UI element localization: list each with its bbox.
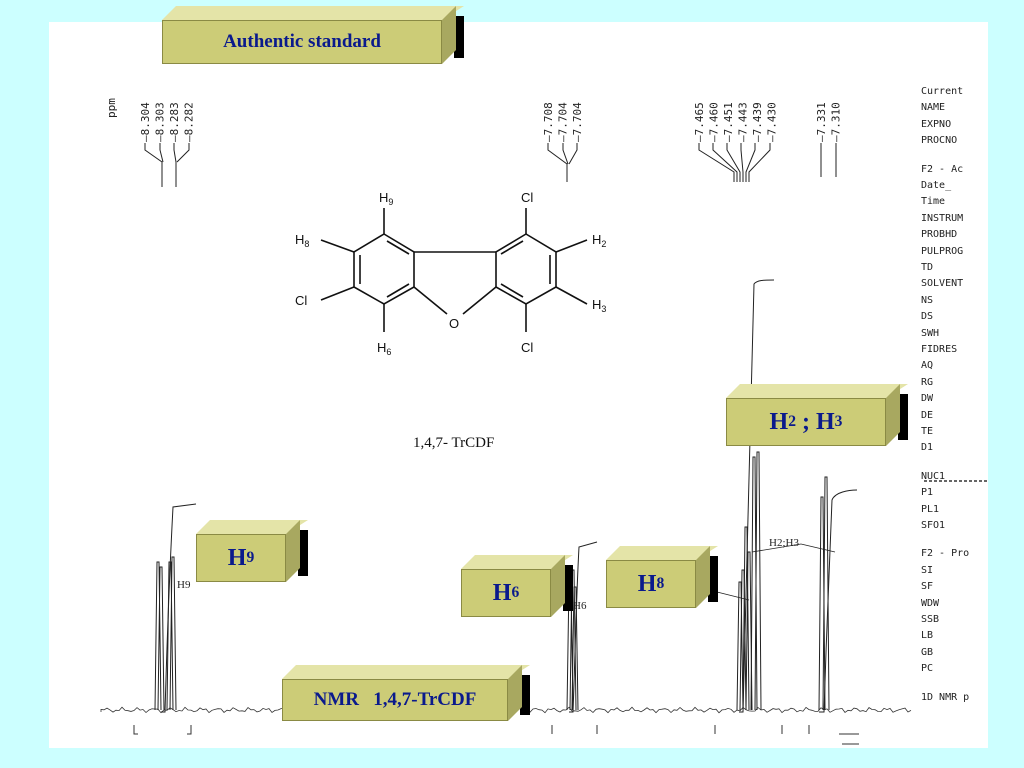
- parameter-label: DE: [921, 409, 934, 421]
- parameter-label: PL1: [921, 503, 940, 515]
- parameter-label: SSB: [921, 614, 940, 625]
- parameter-label: PROBHD: [921, 229, 958, 241]
- parameter-label: INSTRUM: [921, 212, 964, 224]
- spectrum-peak: [154, 561, 162, 711]
- parameter-label: TD: [921, 262, 934, 273]
- peak-value-label: —7.443: [737, 102, 750, 142]
- spectrum-peak: [754, 451, 762, 711]
- parameter-label: SOLVENT: [921, 278, 964, 290]
- parameter-label: NAME: [921, 102, 946, 114]
- peak-value-label: —8.303: [154, 102, 167, 142]
- parameter-label: AQ: [921, 360, 934, 372]
- parameter-label: SF: [921, 581, 934, 593]
- compound-name: 1,4,7- TrCDF: [413, 435, 495, 451]
- atom-label: Cl: [295, 293, 307, 308]
- spectrum-peak: [571, 586, 579, 711]
- parameter-label: SI: [921, 564, 934, 576]
- parameter-label: DS: [921, 311, 934, 323]
- peak-value-label: —8.282: [183, 102, 196, 142]
- peak-value-label: —8.283: [168, 102, 181, 142]
- peak-value-label: —7.704: [557, 102, 570, 142]
- parameter-label: EXPNO: [921, 118, 952, 130]
- spectrum-peak: [157, 566, 165, 711]
- parameter-label: PROCNO: [921, 135, 958, 147]
- authentic-standard-box: Authentic standard: [162, 6, 464, 64]
- molecule-structure: [320, 208, 588, 332]
- peak-value-label: —7.310: [830, 102, 843, 142]
- parameter-label: NUC1: [921, 470, 946, 482]
- parameter-label: NS: [921, 294, 934, 306]
- peak-label-leaders: [144, 143, 837, 187]
- parameter-label: Date_: [921, 180, 952, 191]
- parameter-label: FIDRES: [921, 344, 958, 355]
- parameter-label: 1D NMR p: [921, 691, 970, 703]
- peak-value-label: —7.465: [693, 102, 706, 142]
- ppm-label: ppm: [105, 98, 118, 118]
- peak-value-label: —7.331: [815, 102, 828, 142]
- atom-label: Cl: [521, 340, 533, 355]
- annotation-h9: H9: [177, 579, 191, 591]
- spectrum-peak: [169, 556, 177, 711]
- peak-value-label: —7.430: [766, 102, 779, 142]
- parameter-label: RG: [921, 376, 934, 388]
- peak-value-label: —8.304: [139, 102, 152, 142]
- atom-label: O: [449, 316, 459, 331]
- parameter-label: DW: [921, 393, 934, 405]
- authentic-standard-label: Authentic standard: [162, 20, 442, 64]
- parameter-label: Current: [921, 86, 964, 97]
- parameter-label: LB: [921, 630, 934, 642]
- peak-value-label: —7.439: [751, 102, 764, 142]
- nmr-spectrum-plot: ppm —8.304—8.303—8.283—8.282—7.708—7.704…: [100, 98, 988, 745]
- parameter-label: WDW: [921, 597, 940, 609]
- parameter-label: D1: [921, 442, 934, 454]
- peak-value-label: —7.460: [708, 102, 721, 142]
- peak-value-label: —7.708: [542, 102, 555, 142]
- annotation-h2h3: H2;H3: [769, 537, 799, 549]
- parameter-label: P1: [921, 487, 934, 499]
- parameter-label: Time: [921, 196, 946, 208]
- spectrum-peak: [745, 551, 753, 711]
- annotation-h6: H6: [573, 600, 587, 612]
- spectrum-peak: [742, 526, 750, 711]
- peak-value-label: —7.704: [571, 102, 584, 142]
- spectrum-peak: [736, 581, 744, 711]
- parameter-label: GB: [921, 646, 934, 658]
- peak-labels: —8.304—8.303—8.283—8.282—7.708—7.704—7.7…: [139, 102, 843, 142]
- nmr-compound-box: NMR 1,4,7-TrCDF: [282, 665, 530, 721]
- nmr-compound-label: NMR 1,4,7-TrCDF: [282, 679, 508, 721]
- parameter-label: SFO1: [921, 520, 946, 531]
- parameter-label: F2 - Pro: [921, 548, 970, 560]
- peak-value-label: —7.451: [722, 102, 735, 142]
- parameter-label: PULPROG: [921, 245, 964, 257]
- atom-label: Cl: [521, 190, 533, 205]
- parameter-label: SWH: [921, 327, 940, 339]
- parameter-label: PC: [921, 663, 934, 675]
- parameter-label: F2 - Ac: [921, 163, 964, 175]
- parameter-label: TE: [921, 426, 934, 437]
